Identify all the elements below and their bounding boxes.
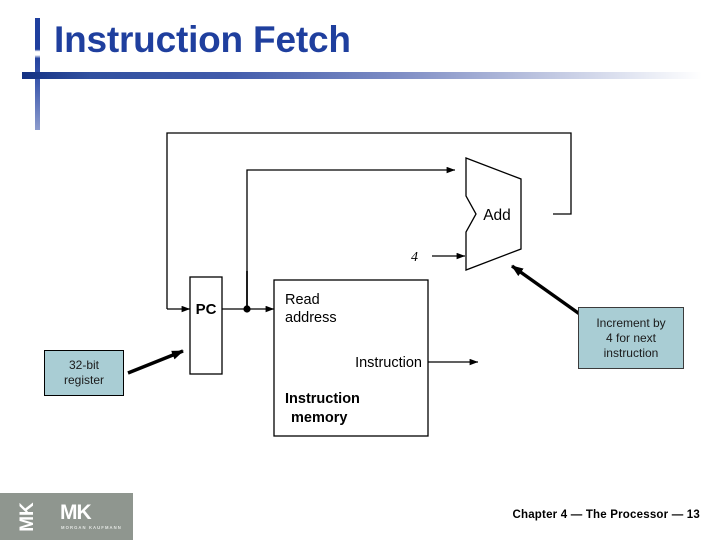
datapath-diagram: PC Read address Instruction Instruction …	[0, 110, 720, 460]
alu-add-shape	[465, 157, 522, 271]
pc-label: PC	[196, 301, 217, 318]
slide-title-bar: Instruction Fetch	[0, 0, 720, 130]
callout-increment-by-4: Increment by 4 for next instruction	[578, 307, 684, 369]
mk-logo-wordmark: MK	[60, 501, 92, 524]
callout-arrow-to-alu	[511, 264, 582, 317]
page-title: Instruction Fetch	[54, 19, 351, 60]
mk-logo-publisher-name: MORGAN KAUFMANN	[61, 525, 122, 530]
memory-title-line2: memory	[291, 410, 347, 426]
wire-pc-to-alu-a	[246, 166, 456, 309]
callout-register-line2: register	[63, 373, 104, 387]
callout-32-bit-register: 32-bit register	[44, 350, 124, 396]
memory-read-address-line1: Read	[285, 292, 320, 308]
wire-pc-writeback	[166, 132, 572, 309]
memory-instruction-output-label: Instruction	[355, 355, 422, 371]
alu-add-label: Add	[483, 207, 511, 224]
callout-increment-line2: 4 for next	[605, 330, 657, 345]
mk-logo-rotated-mark: MK	[17, 502, 38, 532]
callout-increment-line3: instruction	[603, 345, 659, 360]
memory-read-address-line2: address	[285, 310, 337, 326]
memory-title-line1: Instruction	[285, 391, 360, 407]
callout-arrow-to-pc	[127, 349, 184, 375]
instruction-memory-box	[273, 279, 429, 437]
wire-junction-dot	[243, 305, 251, 313]
callout-register-line1: 32-bit	[68, 358, 99, 372]
constant-four-label: 4	[411, 250, 418, 265]
footer-chapter-caption: Chapter 4 — The Processor — 13	[512, 509, 700, 521]
morgan-kaufmann-logo: MK MK MORGAN KAUFMANN	[0, 493, 133, 540]
title-horizontal-accent-rule	[22, 72, 702, 79]
pc-register-box	[189, 276, 223, 375]
callout-increment-line1: Increment by	[596, 315, 666, 330]
datapath-svg: PC Read address Instruction Instruction …	[127, 132, 582, 437]
